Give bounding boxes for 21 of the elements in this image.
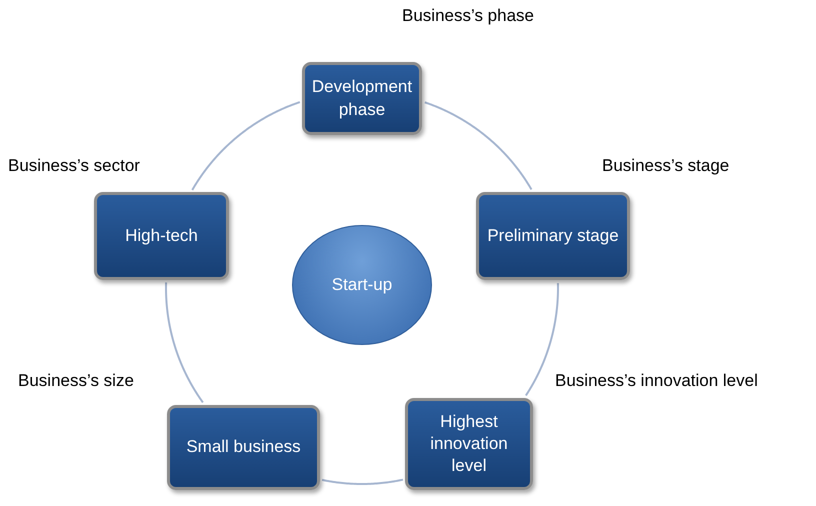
node-label: Start-up: [330, 274, 394, 296]
category-label: Business’s sector: [8, 156, 140, 176]
connector-arc: [525, 283, 559, 396]
category-label: Business’s phase: [402, 6, 534, 26]
rounded-box: [405, 398, 533, 490]
connector-arc: [191, 101, 300, 190]
rounded-box: [302, 62, 422, 135]
node-label: High-tech: [124, 224, 199, 247]
connector-arc: [424, 101, 532, 190]
node-label: Small business: [185, 436, 302, 458]
connector-arc: [165, 282, 204, 404]
category-label: Business’s size: [18, 371, 134, 391]
node-label: Development phase: [310, 76, 414, 120]
node-label: Preliminary stage: [486, 224, 620, 247]
connector-arc: [322, 478, 404, 485]
rounded-box: [167, 405, 320, 490]
node-label: Highest innovation level: [429, 410, 509, 478]
category-label: Business’s stage: [602, 156, 730, 176]
rounded-box: [476, 192, 630, 280]
category-label: Business’s innovation level: [555, 371, 758, 391]
rounded-box: [94, 192, 229, 280]
